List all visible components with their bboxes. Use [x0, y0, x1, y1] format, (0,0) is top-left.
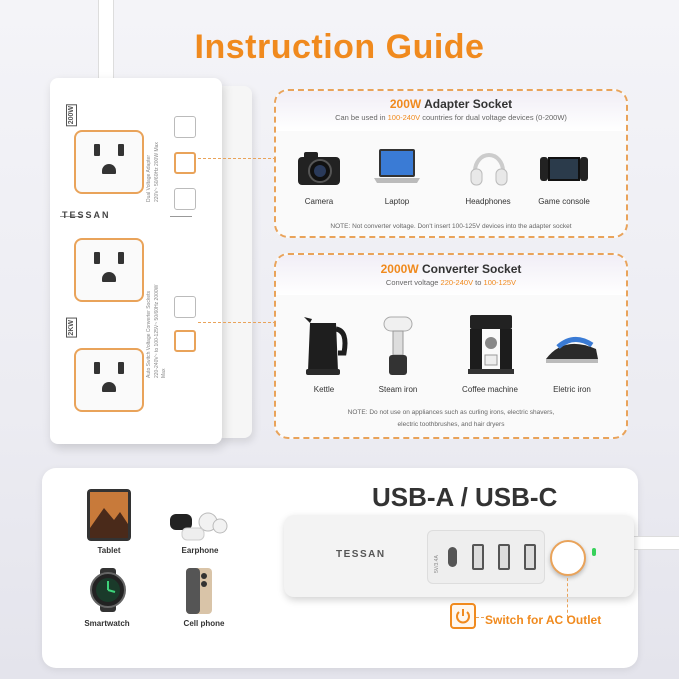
smartwatch-icon — [90, 568, 126, 612]
device-label: Cell phone — [183, 619, 225, 628]
tablet-icon — [87, 489, 131, 541]
camera-outline-icon — [174, 116, 196, 138]
socket-ground — [102, 272, 116, 282]
status-led — [592, 548, 596, 556]
power-icon — [450, 603, 476, 629]
adapter-panel: 200W Adapter Socket Can be used in 100-2… — [274, 89, 628, 238]
usb-c-port[interactable] — [448, 547, 457, 567]
socket-slot — [94, 144, 100, 156]
coffee-machine-icon — [468, 315, 514, 374]
device-label: Smartwatch — [84, 619, 130, 628]
panel-header — [276, 91, 626, 131]
socket-slot — [94, 362, 100, 374]
port-label: 5V/3.4A — [434, 555, 440, 573]
panel-header — [276, 255, 626, 295]
divider-line — [60, 216, 82, 217]
power-switch[interactable] — [550, 540, 586, 576]
divider-line — [170, 216, 192, 217]
socket-slot — [118, 362, 124, 374]
strip-brand: TESSAN — [336, 549, 386, 560]
badge-2kw: 2KW — [66, 318, 77, 338]
socket-slot — [94, 252, 100, 264]
strip-brand: TESSAN — [62, 210, 111, 220]
camera-outline-icon — [174, 152, 196, 174]
power-cord — [98, 0, 114, 84]
switch-label: Switch for AC Outlet — [485, 613, 602, 627]
converter-panel: 2000W Converter Socket Convert voltage 2… — [274, 253, 628, 439]
socket-ground — [102, 382, 116, 392]
item-label: Headphones — [465, 197, 511, 206]
socket-ground — [102, 164, 116, 174]
power-strip: 200W Dual Voltage Adapter 220V~ 50/60Hz … — [50, 78, 222, 444]
item-label: Laptop — [384, 197, 410, 206]
steam-iron-icon — [383, 316, 413, 375]
connector-line — [198, 322, 276, 323]
adapter-title: 200W Adapter Socket — [389, 97, 513, 111]
adapter-subtitle: Can be used in 100-240V countries for du… — [335, 113, 567, 122]
usb-a-port[interactable] — [472, 544, 484, 570]
converter-title: 2000W Converter Socket — [380, 262, 522, 276]
adapter-label: Dual Voltage Adapter — [146, 155, 152, 202]
adapter-note: NOTE: Not converter voltage. Don't inser… — [330, 223, 572, 230]
console-outline-icon — [174, 188, 196, 210]
item-label: Kettle — [313, 385, 335, 394]
earphone-icon — [170, 512, 228, 541]
badge-200w: 200W — [66, 104, 77, 127]
camera-icon — [298, 152, 340, 185]
electric-iron-icon — [546, 337, 598, 363]
converter-socket[interactable] — [74, 238, 144, 302]
kettle-icon — [304, 317, 348, 375]
iron-outline-icon — [174, 330, 196, 352]
socket-slot — [118, 144, 124, 156]
game-console-icon — [540, 157, 588, 181]
converter-socket[interactable] — [74, 348, 144, 412]
usb-a-port[interactable] — [524, 544, 536, 570]
device-label: Tablet — [97, 546, 121, 555]
usb-title: USB-A / USB-C — [372, 482, 558, 512]
connector-line — [476, 617, 484, 618]
strip-side — [220, 86, 252, 438]
kettle-outline-icon — [174, 296, 196, 318]
connector-line — [567, 578, 568, 618]
adapter-spec: 220V~ 50/60Hz 200W Max — [154, 142, 160, 202]
converter-spec: 220-240V~ to 100-125V~ 50/60Hz 2000W Max — [154, 284, 167, 378]
item-label: Steam iron — [378, 385, 418, 394]
item-label: Camera — [304, 197, 334, 206]
connector-line — [198, 158, 276, 159]
socket-slot — [118, 252, 124, 264]
converter-subtitle: Convert voltage 220-240V to 100-125V — [385, 278, 517, 287]
item-label: Coffee machine — [462, 385, 518, 394]
cell-phone-icon — [186, 568, 212, 614]
item-label: Eletric iron — [553, 385, 591, 394]
adapter-socket[interactable] — [74, 130, 144, 194]
power-cord — [630, 536, 679, 550]
device-label: Earphone — [181, 546, 219, 555]
converter-note: NOTE: Do not use on appliances such as c… — [347, 409, 555, 428]
usb-port-panel: 5V/3.4A — [427, 530, 545, 584]
laptop-icon — [374, 149, 420, 183]
headphones-icon — [470, 153, 508, 186]
page-title: Instruction Guide — [194, 28, 485, 66]
converter-label: Auto Switch Voltage Converter Sockets — [146, 291, 152, 378]
item-label: Game console — [538, 197, 590, 206]
usb-a-port[interactable] — [498, 544, 510, 570]
